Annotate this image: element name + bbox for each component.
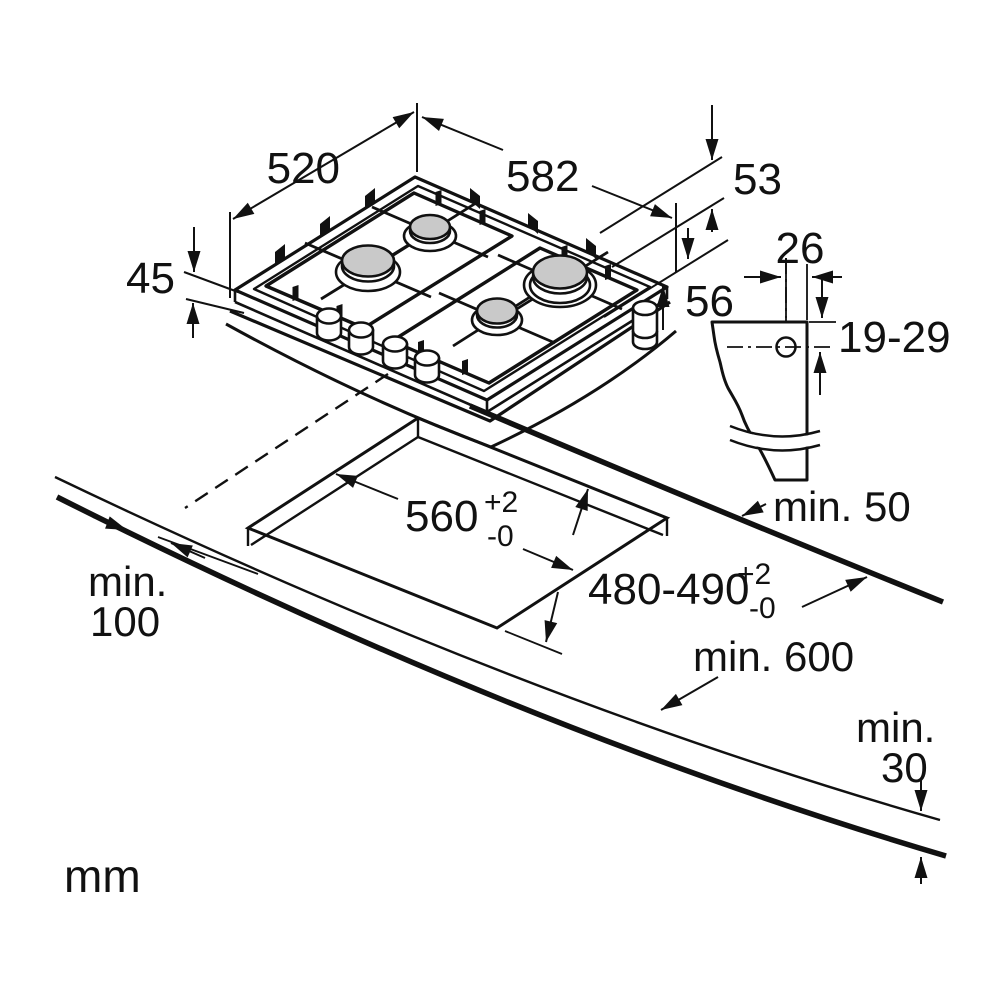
control-knobs (315, 307, 441, 384)
burner-wok (522, 254, 598, 309)
dimension-560 (335, 473, 574, 571)
dimension-19-29 (813, 276, 829, 395)
dim-cutout-width-label: 560 (405, 492, 478, 541)
dimension-45 (183, 227, 245, 338)
control-knob (315, 307, 343, 342)
dimension-480-490 (544, 488, 589, 643)
dim-cutout-width-sub: -0 (487, 520, 514, 553)
clearance-side-label-1: min. (88, 558, 167, 605)
dim-cutout-depth-sub: -0 (749, 592, 776, 625)
dimension-min-600 (660, 576, 868, 711)
unit-label: mm (64, 850, 141, 902)
gas-inlet-pipe (631, 299, 659, 351)
dimension-min-50 (741, 500, 767, 517)
projection-line (184, 372, 389, 510)
bracket-detail (710, 258, 842, 482)
clearance-rear-label: min. 50 (773, 483, 911, 530)
burner-front (470, 297, 524, 337)
clearance-side-label-2: 100 (90, 598, 160, 645)
dimension-520 (229, 103, 418, 298)
bracket-screw-offset-label: 26 (776, 224, 825, 273)
control-knob (381, 335, 409, 370)
hob-illustration (225, 175, 677, 449)
clearance-depth-label: min. 600 (693, 633, 854, 680)
dim-hob-depth-label: 520 (267, 144, 340, 193)
dimension-582 (421, 116, 677, 272)
dim-profile-lower-label: 56 (685, 277, 734, 326)
dimension-56 (603, 228, 729, 330)
labels: 520 582 45 53 56 560 +2 -0 480-490 +2 -0… (64, 144, 951, 902)
dim-hob-width-label: 582 (506, 152, 579, 201)
burner-back (402, 213, 458, 253)
dim-hob-height-label: 45 (126, 254, 175, 303)
pan-support-right (390, 246, 639, 385)
dimension-min-100 (92, 516, 206, 559)
clearance-panel-label-2: 30 (881, 744, 928, 791)
burner-left (334, 244, 402, 293)
worktop-front-edge (54, 475, 947, 859)
dim-profile-upper-label: 53 (733, 155, 782, 204)
control-knob (413, 349, 441, 384)
control-knob (347, 321, 375, 356)
clearance-panel-label-1: min. (856, 704, 935, 751)
worktop-rear-edge (468, 403, 945, 605)
dim-cutout-depth-sup: +2 (737, 558, 771, 591)
dim-cutout-width-sup: +2 (484, 486, 518, 519)
dim-cutout-depth-label: 480-490 (588, 565, 749, 614)
bracket-hole-range-label: 19-29 (838, 313, 951, 362)
dimension-53 (599, 105, 725, 268)
